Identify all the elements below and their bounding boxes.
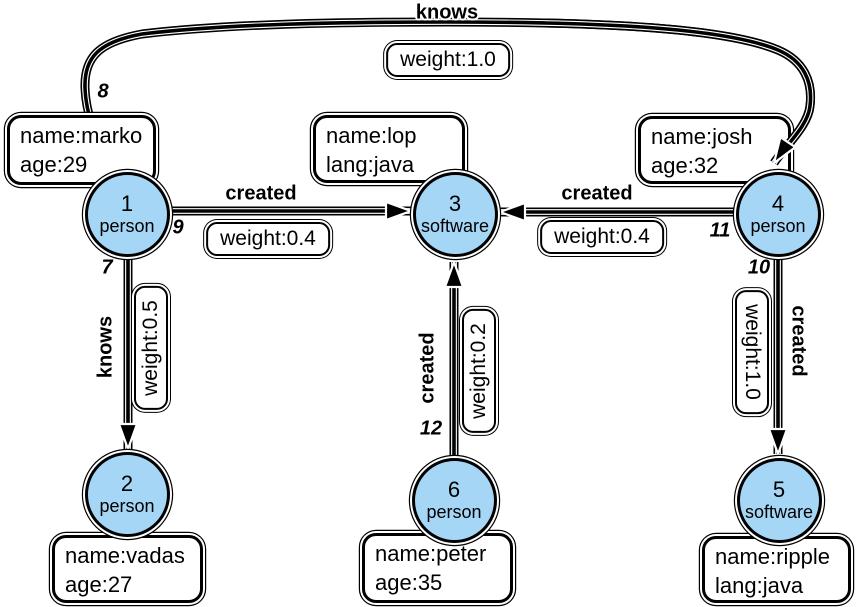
property-line: age:29 [20,152,88,177]
edge-8-weight: weight:1.0 [386,43,510,77]
edge-9-weight: weight:0.4 [206,222,330,256]
node-6-id: 6 [447,477,461,502]
node-4-id: 4 [771,191,785,216]
property-line: name:vadas [65,543,185,568]
property-line: age:32 [651,153,719,178]
edge-9-label: created [225,182,297,205]
property-box-node-4: name:josh age:32 [638,116,791,184]
node-3-id: 3 [448,191,462,216]
edge-8-label: knows [415,1,479,24]
property-box-node-2: name:vadas age:27 [52,535,203,603]
edge-8-id: 8 [97,80,109,103]
node-4-type: person [750,216,806,236]
property-line: name:peter [375,541,487,566]
edge-11-label: created [561,182,633,205]
edge-7-id: 7 [101,256,113,279]
property-line: lang:java [326,152,415,177]
node-1-type: person [99,216,155,236]
property-box-node-1: name:marko age:29 [7,115,156,185]
node-5-type: software [744,502,814,522]
edge-knows-1-4-over-core [545,21,813,176]
node-2-type: person [99,496,155,516]
property-line: name:lop [326,123,417,148]
edge-knows-1-4-over [545,18,816,176]
property-line: name:josh [651,124,753,149]
property-line: age:35 [375,570,443,595]
property-line: age:27 [65,572,133,597]
node-2-id: 2 [120,471,134,496]
property-line: name:marko [20,123,143,148]
property-line: name:ripple [715,544,830,569]
node-3-type: software [420,216,490,236]
edge-10-id: 10 [747,256,771,279]
node-1-id: 1 [120,191,134,216]
edge-11-weight: weight:0.4 [540,220,664,254]
node-5-id: 5 [772,477,786,502]
edge-9-id: 9 [172,216,184,239]
property-box-node-3: name:lop lang:java [313,115,465,183]
edge-11-id: 11 [709,219,731,242]
property-line: lang:java [715,573,804,598]
edge-12-id: 12 [419,417,443,440]
node-6-type: person [426,502,482,522]
property-box-node-5: name:ripple lang:java [702,536,851,603]
